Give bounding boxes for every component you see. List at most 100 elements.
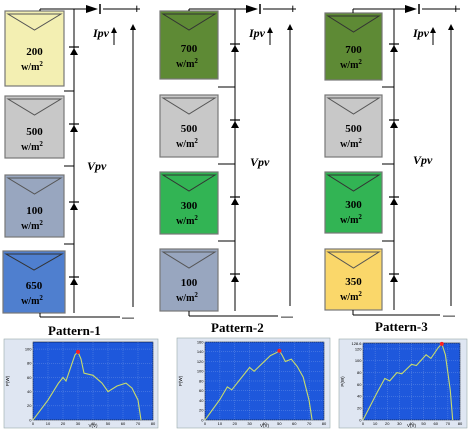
pv-curve-line	[32, 350, 142, 421]
bypass-diode-icon	[70, 48, 78, 55]
pattern-3-panel-4: 350 w/m2	[324, 248, 383, 311]
pattern-1-ipv-label: Ipv	[92, 26, 110, 40]
pattern-1-circuit: 200 w/m2 500 w/m2 100 w/m2 650 w/m2	[2, 1, 141, 324]
x-tick-label: 10	[218, 421, 223, 426]
x-tick-label: 40	[262, 421, 267, 426]
bypass-diode-icon	[70, 203, 78, 210]
panel-cell-icon	[161, 174, 217, 192]
mpp-marker	[76, 349, 80, 354]
pattern-3-wiring	[352, 8, 460, 316]
panel-cell-icon	[326, 97, 381, 115]
panel-value: 350	[345, 276, 362, 288]
x-tick-label: 70	[446, 421, 451, 426]
bypass-diode-icon	[231, 275, 239, 282]
x-tick-label: 30	[76, 421, 81, 426]
pattern-2-vpv-label: Vpv	[250, 155, 270, 169]
panel-unit: w/m2	[21, 60, 43, 73]
panel-body	[324, 94, 383, 158]
pattern-2-panel-1: 700 w/m2	[159, 10, 219, 80]
pattern-3-ipv-label: Ipv	[412, 26, 430, 40]
panel-unit: w/m2	[340, 58, 362, 71]
y-tick-label: 80	[357, 370, 362, 375]
x-tick-label: 80	[151, 421, 156, 426]
panel-value: 700	[345, 44, 362, 56]
bypass-diode-icon	[231, 198, 239, 205]
bypass-diode-icon	[390, 45, 398, 52]
y-axis-label: P(W)	[178, 375, 183, 386]
panel-cell-icon	[6, 13, 63, 31]
pattern-2-bypass-diodes	[230, 43, 240, 282]
panel-value: 300	[181, 200, 198, 212]
y-tick-label: 40	[199, 398, 204, 403]
y-tick-label: 100	[25, 346, 32, 351]
pattern-3-panel-1: 700 w/m2	[324, 12, 383, 81]
pattern-1-title: Pattern-1	[48, 323, 101, 338]
panel-value: 500	[345, 123, 362, 135]
x-axis-label: V(V)	[260, 423, 270, 428]
panel-cell-icon	[326, 174, 381, 192]
pattern-2-panel-3: 300 w/m2	[159, 171, 219, 235]
panel-cell-icon	[4, 253, 64, 271]
panel-body	[159, 248, 219, 312]
x-tick-label: 10	[373, 421, 378, 426]
x-tick-label: 0	[32, 421, 35, 426]
pattern-2-panel-4: 100 w/m2	[159, 248, 219, 312]
pattern-2-title: Pattern-2	[211, 320, 264, 335]
x-tick-label: 60	[121, 421, 126, 426]
y-tick-label: 0	[359, 417, 362, 422]
panel-body	[324, 12, 383, 81]
pattern-3-circuit: 700 w/m2 500 w/m2 300 w/m2 350 w/m2	[324, 1, 460, 322]
panel-unit: w/m2	[21, 140, 43, 153]
x-tick-label: 20	[233, 421, 238, 426]
panel-value: 100	[26, 205, 43, 217]
x-tick-label: 20	[385, 421, 390, 426]
panel-cell-icon	[6, 98, 63, 116]
pattern-2-panel-2: 500 w/m2	[159, 94, 219, 158]
y-tick-label: 0	[201, 417, 204, 422]
y-tick-label: 140	[197, 349, 204, 354]
bypass-diode-icon	[231, 45, 239, 52]
panel-unit: w/m2	[176, 214, 198, 227]
pv-curve-line	[362, 342, 454, 421]
panel-value: 200	[26, 46, 43, 58]
pattern-1-minus-terminal: —	[122, 310, 134, 324]
y-tick-label: 40	[357, 394, 362, 399]
mpp-marker	[277, 348, 282, 353]
panel-body	[324, 248, 383, 311]
pattern-3-panel-2: 500 w/m2	[324, 94, 383, 158]
panel-body	[159, 94, 219, 158]
pattern-2-circuit: 700 w/m2 500 w/m2 300 w/m2 100 w/m2	[159, 1, 297, 323]
pattern-1-panel-2: 500 w/m2	[4, 95, 65, 159]
x-tick-label: 60	[292, 421, 297, 426]
panel-body	[4, 10, 65, 87]
panel-cell-icon	[161, 13, 217, 31]
x-tick-label: 50	[106, 421, 111, 426]
panel-unit: w/m2	[21, 294, 43, 307]
pattern-2-blocking-diode-icon	[246, 4, 261, 14]
y-tick-label: 0	[29, 417, 32, 422]
y-axis-label: P(W)	[5, 375, 10, 386]
panel-body	[4, 95, 65, 159]
x-tick-label: 70	[307, 421, 312, 426]
bypass-diode-icon	[390, 275, 398, 282]
pattern-1-panel-4: 650 w/m2	[2, 250, 66, 314]
x-tick-label: 40	[91, 421, 96, 426]
x-tick-label: 80	[322, 421, 327, 426]
pattern-1-plus-terminal: +	[133, 1, 141, 16]
panel-unit: w/m2	[21, 219, 43, 232]
panel-body	[324, 171, 383, 234]
panel-value: 650	[26, 280, 43, 292]
y-tick-label: 100	[355, 358, 362, 363]
pattern-3-minus-terminal: —	[443, 308, 455, 322]
y-tick-label: 20	[357, 406, 362, 411]
pattern-3-bypass-diodes	[389, 43, 399, 282]
x-tick-label: 70	[136, 421, 141, 426]
panel-body	[2, 250, 66, 314]
x-tick-label: 30	[247, 421, 252, 426]
panel-cell-icon	[161, 251, 217, 269]
y-tick-label: 120	[355, 346, 362, 351]
pattern-2-ipv-label: Ipv	[248, 26, 266, 40]
